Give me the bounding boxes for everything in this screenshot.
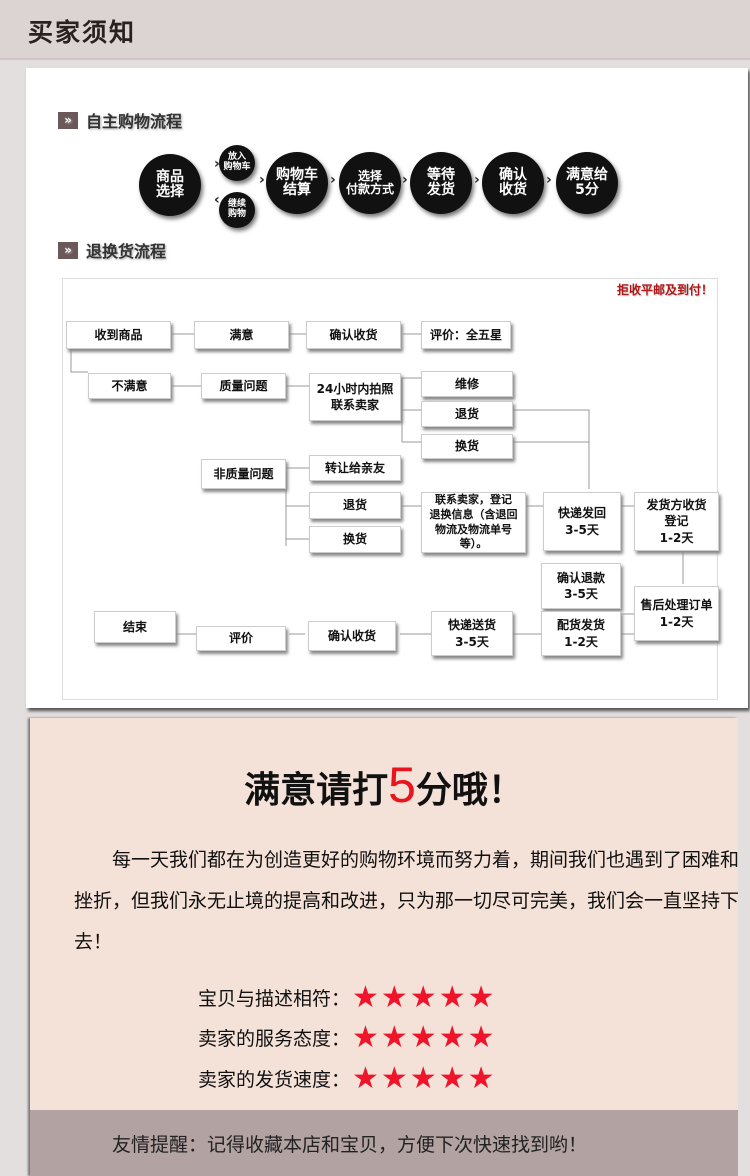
chevron-right-icon: › xyxy=(214,156,220,172)
title-post: 分哦！ xyxy=(415,770,524,811)
flow-node: 非质量问题 xyxy=(201,459,286,489)
header-title: 买家须知 xyxy=(28,18,137,47)
chevron-left-icon: ‹ xyxy=(214,192,220,208)
rating-label: 卖家的服务态度： xyxy=(198,1028,351,1050)
step-wait-shipping: 等待 发货 xyxy=(410,152,472,214)
rating-label: 宝贝与描述相符： xyxy=(198,988,351,1010)
step-confirm-receipt: 确认 收货 xyxy=(482,152,544,214)
chevron-right-icon: › xyxy=(546,172,552,188)
double-chevron-icon: » xyxy=(58,241,78,259)
returns-heading-text: 退换货流程 xyxy=(86,242,167,261)
flow-node: 不满意 xyxy=(88,373,171,399)
rating-panel: 满意请打5分哦！ 每一天我们都在为创造更好的购物环境而努力着，期间我们也遇到了困… xyxy=(30,718,739,1176)
star-icons: ★★★★★ xyxy=(352,1061,497,1096)
flow-node: 转让给亲友 xyxy=(309,455,401,481)
flow-node: 收到商品 xyxy=(66,321,171,349)
returns-heading: » 退换货流程 xyxy=(58,238,166,262)
shopping-heading: » 自主购物流程 xyxy=(58,108,182,132)
shopping-heading-text: 自主购物流程 xyxy=(86,112,183,131)
flow-node: 联系卖家，登记 退换信息（含退回 物流及物流单号等）。 xyxy=(421,492,526,553)
flow-connectors xyxy=(70,333,684,635)
step-select-goods: 商品 选择 xyxy=(139,154,201,216)
reminder-bar: 友情提醒：记得收藏本店和宝贝，方便下次快速找到哟！ xyxy=(30,1110,738,1176)
flow-node: 换货 xyxy=(309,526,401,553)
chevron-right-icon: › xyxy=(330,172,336,188)
star-icons: ★★★★★ xyxy=(352,980,497,1015)
header-bar: 买家须知 xyxy=(0,0,750,60)
flow-node: 评价：全五星 xyxy=(421,321,511,349)
title-pre: 满意请打 xyxy=(244,770,389,811)
flow-node: 换货 xyxy=(421,434,513,459)
step-rate-5: 满意给 5分 xyxy=(556,152,618,214)
flow-node: 24小时内拍照 联系卖家 xyxy=(309,373,401,421)
step-payment: 选择 付款方式 xyxy=(339,152,401,214)
chevron-right-icon: › xyxy=(259,172,265,188)
step-continue-shopping: 继续 购物 xyxy=(219,192,255,228)
flow-node: 结束 xyxy=(94,611,176,643)
star-icons: ★★★★★ xyxy=(352,1020,497,1055)
flow-node: 快递送货 3-5天 xyxy=(431,611,513,656)
double-chevron-icon: » xyxy=(58,111,78,129)
rating-title: 满意请打5分哦！ xyxy=(30,756,738,814)
flow-node: 评价 xyxy=(196,626,286,651)
rating-row: 宝贝与描述相符：★★★★★ xyxy=(198,980,497,1015)
message-paragraph: 每一天我们都在为创造更好的购物环境而努力着，期间我们也遇到了困难和挫折，但我们永… xyxy=(74,849,740,953)
step-add-cart: 放入 购物车 xyxy=(219,145,255,181)
rating-row: 卖家的发货速度：★★★★★ xyxy=(198,1061,497,1096)
rating-row: 卖家的服务态度：★★★★★ xyxy=(198,1020,497,1055)
process-panel: »自主购物流程 商品 选择 › ‹ 放入 购物车 继续 购物 › 购物车 结算 … xyxy=(26,68,748,708)
flow-node: 确认退款 3-5天 xyxy=(541,563,621,609)
flow-node: 满意 xyxy=(194,321,289,349)
warning-text: 拒收平邮及到付！ xyxy=(616,283,713,297)
flow-node: 确认收货 xyxy=(308,621,396,651)
reminder-text: 友情提醒：记得收藏本店和宝贝，方便下次快速找到哟！ xyxy=(112,1134,588,1156)
flow-node: 售后处理订单 1-2天 xyxy=(634,586,719,641)
chevron-right-icon: › xyxy=(402,172,408,188)
flow-node: 发货方收货 登记 1-2天 xyxy=(634,492,719,551)
title-number: 5 xyxy=(388,757,416,813)
flow-node: 配货发货 1-2天 xyxy=(541,611,621,656)
flow-node: 快递发回 3-5天 xyxy=(543,492,621,551)
flow-node: 确认收货 xyxy=(306,321,401,349)
flow-node: 维修 xyxy=(421,371,513,397)
flow-node: 退货 xyxy=(421,401,513,427)
flow-node: 质量问题 xyxy=(201,373,286,399)
chevron-right-icon: › xyxy=(474,172,480,188)
flow-node: 退货 xyxy=(309,492,401,519)
returns-flowchart: 拒收平邮及到付！ 收到商品 满意 确认收货 评价：全五星 不满意 质量问题 24… xyxy=(62,278,719,700)
step-checkout: 购物车 结算 xyxy=(266,152,328,214)
rating-label: 卖家的发货速度： xyxy=(198,1069,351,1091)
